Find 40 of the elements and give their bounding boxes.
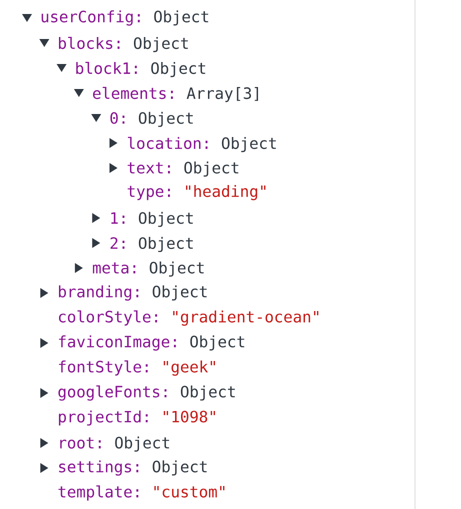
property-value: Object <box>190 335 244 350</box>
property-name: blocks: <box>58 36 120 50</box>
property-name: elements: <box>93 86 173 100</box>
property-name: branding: <box>58 285 138 301</box>
property-name: text: <box>128 162 170 174</box>
property-name: settings: <box>59 460 138 476</box>
property-value: Object <box>152 460 207 476</box>
property-name: meta: <box>92 262 136 274</box>
property-name: faviconImage: <box>59 335 176 351</box>
property-value: Object <box>115 436 170 452</box>
property-value: Object <box>150 262 204 277</box>
property-name: template: <box>58 485 138 501</box>
property-name: projectId: <box>58 410 148 426</box>
property-value: Object <box>151 62 206 78</box>
property-value: "1098" <box>164 410 215 423</box>
property-value: Object <box>152 285 207 300</box>
property-value: "gradient-ocean" <box>173 310 318 326</box>
property-value: Object <box>138 212 193 227</box>
property-name: root: <box>60 437 101 449</box>
property-value: Object <box>180 385 235 401</box>
property-value: Object <box>134 37 188 52</box>
property-value: "custom" <box>154 486 224 498</box>
property-name: 1: <box>111 212 124 224</box>
property-name: block1: <box>76 62 137 74</box>
property-name: 0: <box>110 112 124 124</box>
property-value: "geek" <box>164 360 215 376</box>
property-name: userConfig: <box>42 10 140 26</box>
property-name: type: <box>128 186 170 200</box>
property-name: 2: <box>110 237 124 249</box>
property-value: Object <box>184 162 238 177</box>
property-name: colorStyle: <box>59 310 158 326</box>
property-value: Object <box>222 137 276 152</box>
property-value: Object <box>138 112 193 127</box>
property-name: googleFonts: <box>58 385 166 401</box>
property-value: Array[3] <box>186 87 258 102</box>
property-name: location: <box>128 136 208 150</box>
property-value: "heading" <box>186 185 266 200</box>
property-value: Object <box>138 236 193 252</box>
property-value: Object <box>154 10 208 26</box>
property-name: fontStyle: <box>59 360 148 376</box>
